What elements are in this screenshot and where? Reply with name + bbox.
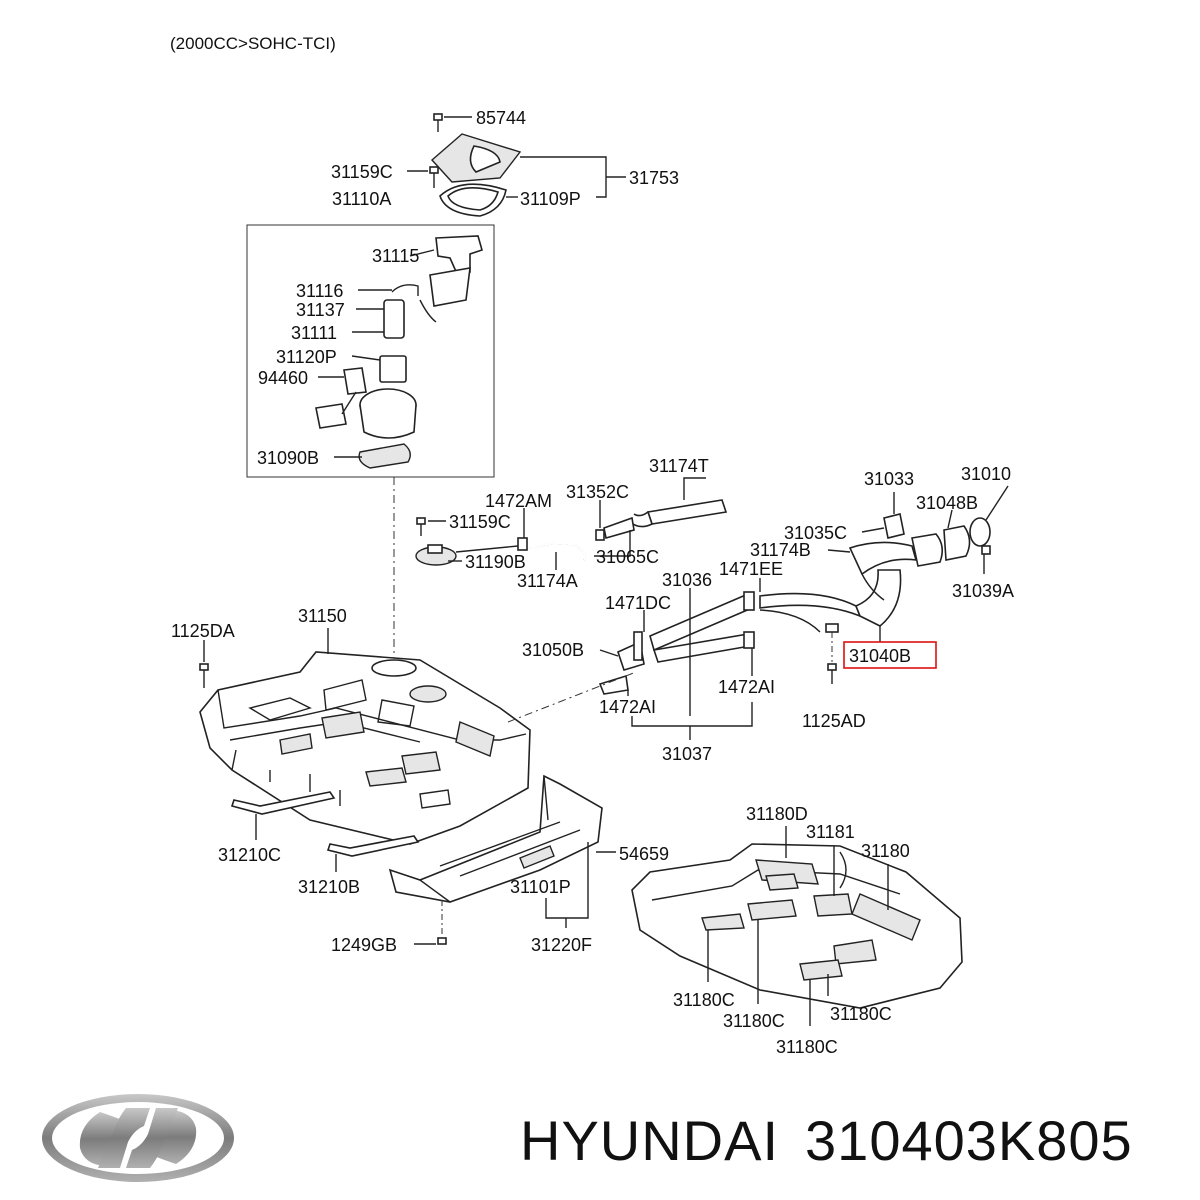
pump-module-box [246,224,495,478]
label-31220F: 31220F [531,935,592,955]
bolt-1125ad-shape [827,632,837,684]
label-31115: 31115 [372,246,419,266]
label-31116: 31116 [296,281,343,301]
filler-hose-shape [598,485,1009,695]
label-31180C-b: 31180C [723,1011,785,1031]
label-31110A: 31110A [332,189,391,209]
bolt-85744-shape [433,113,443,132]
label-31101P: 31101P [510,877,571,897]
brand-name: HYUNDAI [520,1109,780,1172]
label-31137: 31137 [296,300,345,320]
hyundai-logo-icon [42,1094,234,1182]
label-31109P: 31109P [520,189,581,209]
part-caption: HYUNDAI 310403K805 [520,1108,1159,1173]
label-31090B: 31090B [257,448,319,468]
label-31180C-d: 31180C [776,1037,838,1057]
highlight-box-31040B [843,641,937,669]
label-31159C-top: 31159C [331,162,393,182]
fuel-tank-shape [199,651,531,845]
label-31180D: 31180D [746,804,808,824]
label-1472AM: 1472AM [485,491,552,511]
label-31180: 31180 [861,841,910,861]
label-31190B: 31190B [465,552,526,572]
label-31036: 31036 [662,570,712,590]
label-31180C-c: 31180C [830,1004,892,1024]
tank-protector-shape [631,843,963,1009]
label-31352C: 31352C [566,482,629,502]
label-31174A: 31174A [517,571,578,591]
tank-strap-31210c-shape [230,791,336,815]
label-1471DC: 1471DC [605,593,671,613]
screw-31159c-mid-shape [416,517,426,536]
label-1125DA: 1125DA [171,621,235,641]
label-31180C-a: 31180C [673,990,735,1010]
label-31010: 31010 [961,464,1011,484]
parts-diagram: (2000CC>SOHC-TCI) 85744 31753 31109P 311… [170,34,1014,1057]
label-31753: 31753 [629,168,679,188]
header-note: (2000CC>SOHC-TCI) [170,34,336,53]
label-31035C: 31035C [784,523,847,543]
label-31033: 31033 [864,469,914,489]
label-31048B: 31048B [916,493,978,513]
label-31065C: 31065C [596,547,659,567]
label-1471EE: 1471EE [719,559,783,579]
label-31039A: 31039A [952,581,1014,601]
label-31111: 31111 [291,323,337,343]
label-31210B: 31210B [298,877,360,897]
label-31159C-mid: 31159C [449,512,511,532]
screw-31159c-top-shape [429,166,439,188]
heat-shield-shape [388,774,603,903]
pump-assembly-shape [315,235,483,469]
label-31210C: 31210C [218,845,281,865]
label-1472AI-right: 1472AI [718,677,775,697]
label-54659: 54659 [619,844,669,864]
label-31120P: 31120P [276,347,337,367]
label-94460: 94460 [258,368,308,388]
label-1125AD: 1125AD [802,711,866,731]
label-31037: 31037 [662,744,712,764]
bolt-1249gb-shape [437,900,447,945]
tank-strap-31210b-shape [326,835,420,857]
label-31181: 31181 [806,822,855,842]
bolt-1125da-shape [199,663,209,688]
label-31050B: 31050B [522,640,584,660]
label-1472AI-left: 1472AI [599,697,656,717]
label-31150: 31150 [298,606,347,626]
label-85744: 85744 [476,108,526,128]
vapor-hose-shape [415,499,728,566]
label-31040B: 31040B [849,646,911,666]
label-1249GB: 1249GB [331,935,397,955]
label-31174T: 31174T [649,456,709,476]
label-31174B: 31174B [750,540,811,560]
part-number: 310403K805 [805,1109,1133,1172]
